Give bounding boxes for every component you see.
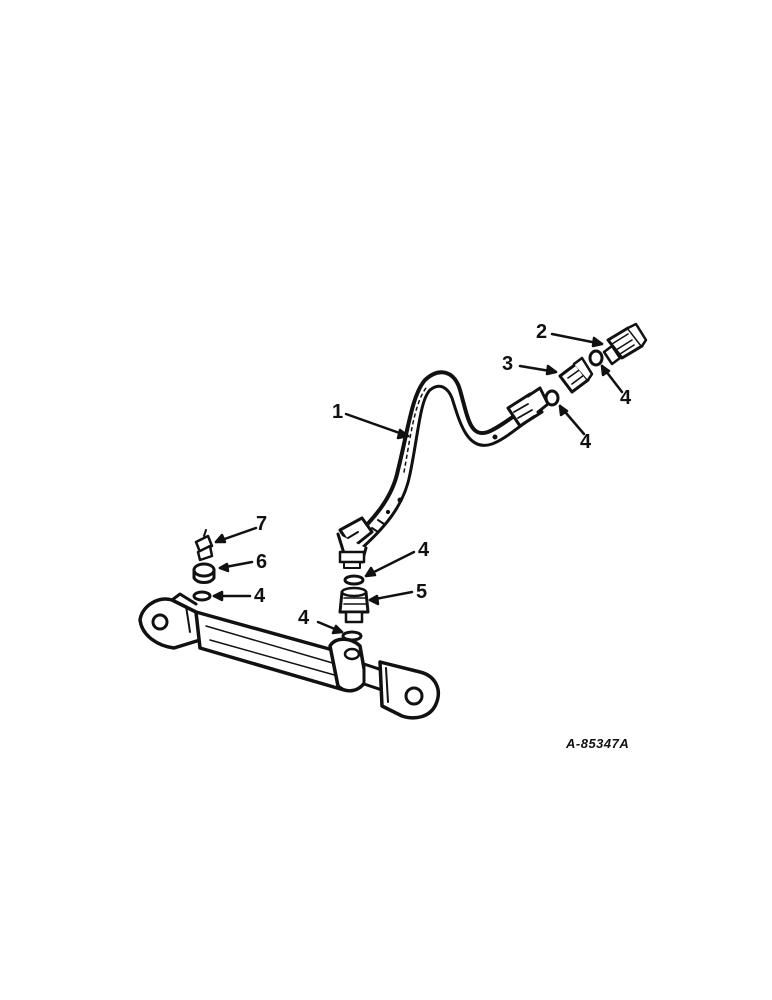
callout-4-right: 4 [620,387,632,409]
callout-4-center: 4 [418,539,430,561]
o-ring [343,574,365,586]
callout-1: 1 [332,401,344,423]
o-ring [192,590,212,602]
hydraulic-cylinder [138,592,441,720]
o-ring [544,389,560,407]
nut [192,562,216,584]
hose-end-coupling [506,386,550,428]
male-connector [602,322,648,366]
bleeder-screw [194,529,214,562]
straight-fitting [338,586,370,624]
hose-elbow-fitting [336,516,374,569]
drawing-number: A-85347A [566,736,630,751]
callout-6: 6 [256,551,268,573]
callout-5: 5 [416,581,428,603]
adapter-fitting [558,356,594,394]
callout-4-upper: 4 [580,431,592,453]
o-ring [588,349,604,367]
callout-4-lower: 4 [298,607,310,629]
callout-4-left: 4 [254,585,266,607]
hydraulic-hose [350,370,528,550]
callout-7: 7 [256,513,268,535]
callout-2: 2 [536,321,548,343]
callout-leaders [212,332,624,635]
callout-3: 3 [502,353,514,375]
